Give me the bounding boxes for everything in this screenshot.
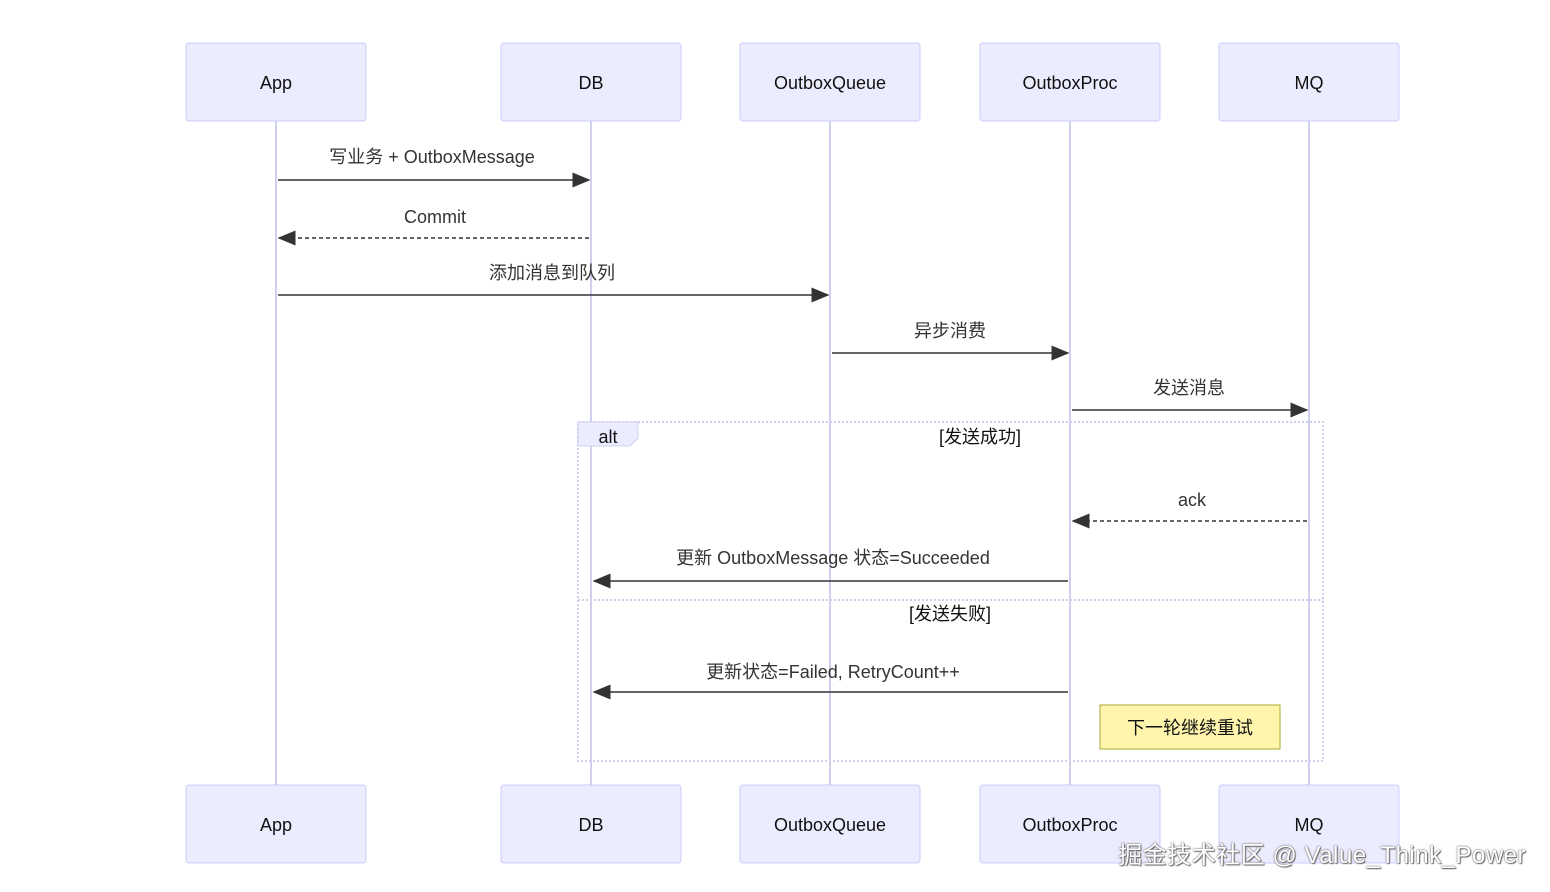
watermark: 掘金技术社区 @ Value_Think_Power [1118,842,1526,869]
actor-mq-top[interactable]: MQ [1218,42,1400,122]
message-update-succeeded: 更新 OutboxMessage 状态=Succeeded [592,548,1068,589]
message-write-business: 写业务 + OutboxMessage [278,147,591,188]
message-label: 写业务 + OutboxMessage [329,147,535,167]
message-label: 更新 OutboxMessage 状态=Succeeded [676,548,990,568]
actor-db-top[interactable]: DB [500,42,682,122]
message-enqueue: 添加消息到队列 [278,263,830,303]
alt-condition-failure: [发送失败] [909,604,991,624]
actor-mq-bottom[interactable]: MQ [1218,784,1400,864]
message-label: 发送消息 [1153,378,1225,398]
message-async-consume: 异步消费 [832,321,1070,361]
message-update-failed: 更新状态=Failed, RetryCount++ [592,662,1068,700]
note-retry: 下一轮继续重试 [1099,704,1281,750]
actor-label: OutboxQueue [774,815,886,835]
actor-label: App [260,815,292,835]
actor-outboxproc-bottom[interactable]: OutboxProc [979,784,1161,864]
actor-app-top[interactable]: App [185,42,367,122]
actor-outboxproc-top[interactable]: OutboxProc [979,42,1161,122]
alt-tag [577,421,639,447]
actor-label: OutboxQueue [774,73,886,93]
actor-label: DB [578,815,603,835]
alt-label: alt [598,427,617,447]
alt-frame: alt [发送成功] [发送失败] [577,421,1324,762]
actor-app-bottom[interactable]: App [185,784,367,864]
actor-label: OutboxProc [1022,815,1117,835]
actor-label: DB [578,73,603,93]
message-label: ack [1178,490,1207,510]
actor-db-bottom[interactable]: DB [500,784,682,864]
actor-label: MQ [1295,815,1324,835]
actor-label: App [260,73,292,93]
message-label: 更新状态=Failed, RetryCount++ [706,662,960,682]
message-send: 发送消息 [1072,378,1309,418]
alt-condition-success: [发送成功] [939,427,1021,447]
actor-label: OutboxProc [1022,73,1117,93]
message-commit: Commit [277,207,589,246]
note-text: 下一轮继续重试 [1127,718,1253,738]
message-label: Commit [404,207,466,227]
message-label: 异步消费 [914,321,986,341]
actor-outboxqueue-top[interactable]: OutboxQueue [739,42,921,122]
actor-label: MQ [1295,73,1324,93]
actor-outboxqueue-bottom[interactable]: OutboxQueue [739,784,921,864]
message-ack: ack [1071,490,1307,529]
message-label: 添加消息到队列 [489,263,615,283]
